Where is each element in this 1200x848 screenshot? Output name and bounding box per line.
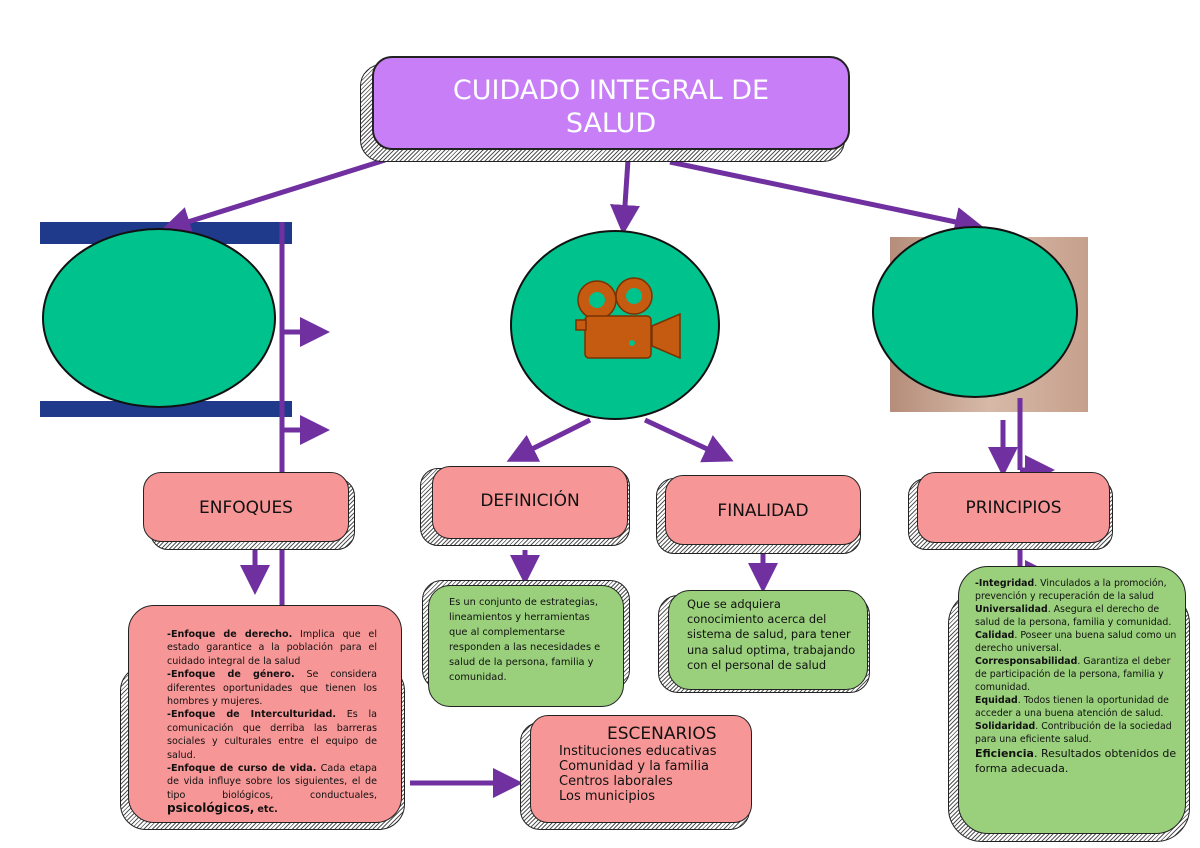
escenario-item-3: Los municipios — [559, 789, 655, 804]
finalidad-label-text: FINALIDAD — [717, 501, 809, 521]
enfoque-item-2: -Enfoque de Interculturidad. Es la comun… — [167, 709, 377, 761]
enfoques-label-text: ENFOQUES — [199, 498, 293, 518]
principios-label-text: PRINCIPIOS — [965, 498, 1062, 518]
main-title-box: CUIDADO INTEGRAL DE SALUD — [372, 56, 850, 150]
escenarios-box: ESCENARIOS Instituciones educativas Comu… — [530, 715, 752, 823]
escenario-item-2: Centros laborales — [559, 774, 673, 789]
principio-item-5: Solidaridad. Contribución de la sociedad… — [975, 721, 1172, 745]
principio-item-4: Equidad. Todos tienen la oportunidad de … — [975, 695, 1169, 719]
enfoques-text-box: -Enfoque de derecho. Implica que el esta… — [128, 605, 402, 823]
main-title-line1: CUIDADO INTEGRAL DE — [452, 75, 770, 106]
principios-text-box: -Integridad. Vinculados a la promoción, … — [958, 566, 1186, 834]
finalidad-label: FINALIDAD — [665, 475, 861, 545]
escenarios-title: ESCENARIOS — [607, 724, 717, 744]
enfoque-item-0: -Enfoque de derecho. Implica que el esta… — [167, 629, 377, 667]
finalidad-text-box: Que se adquiera conocimiento acerca del … — [668, 590, 868, 690]
definicion-label: DEFINICIÓN — [432, 466, 628, 539]
principio-item-6: Eficiencia. Resultados obtenidos de form… — [975, 747, 1177, 775]
principio-item-1: Universalidad. Asegura el derecho de sal… — [975, 604, 1172, 628]
escenario-item-1: Comunidad y la familia — [559, 759, 709, 774]
left-circle — [42, 228, 276, 408]
right-circle — [872, 226, 1078, 398]
escenario-item-0: Instituciones educativas — [559, 744, 717, 759]
definicion-label-text: DEFINICIÓN — [480, 491, 580, 511]
finalidad-text: Que se adquiera conocimiento acerca del … — [687, 597, 856, 672]
definicion-text-box: Es un conjunto de estrategias, lineamien… — [428, 585, 624, 707]
principio-item-0: -Integridad. Vinculados a la promoción, … — [975, 578, 1167, 602]
principios-label: PRINCIPIOS — [917, 472, 1110, 543]
enfoque-item-3: -Enfoque de curso de vida. Cada etapa de… — [167, 763, 377, 816]
main-title-line2: SALUD — [565, 108, 657, 139]
principio-item-2: Calidad. Poseer una buena salud como un … — [975, 630, 1177, 654]
definicion-text: Es un conjunto de estrategias, lineamien… — [449, 597, 601, 683]
principio-item-3: Corresponsabilidad. Garantiza el deber d… — [975, 656, 1171, 693]
enfoque-item-1: -Enfoque de género. Se considera diferen… — [167, 669, 377, 708]
enfoques-label: ENFOQUES — [143, 472, 349, 542]
